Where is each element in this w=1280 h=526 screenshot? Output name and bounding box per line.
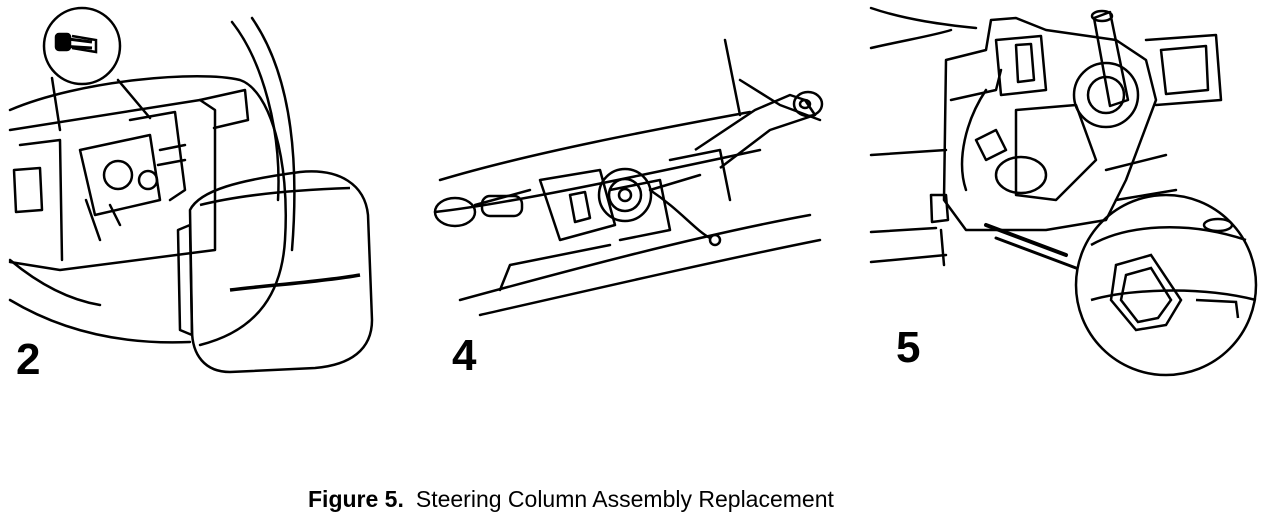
turn-signal-lever-icon: [694, 90, 824, 169]
figure-title: Steering Column Assembly Replacement: [415, 486, 834, 512]
panel-5-illustration: [869, 6, 1258, 377]
nut-detail-icon: [1074, 193, 1258, 377]
screw-icon: [42, 6, 122, 86]
step-number-5: 5: [896, 323, 921, 372]
steering-shaft-icon: [1072, 9, 1140, 129]
panel-4-illustration: [433, 38, 824, 317]
figure-caption: Figure 5. Steering Column Assembly Replac…: [308, 486, 834, 513]
clockspring-icon: [597, 167, 722, 247]
figure-label: Figure 5.: [308, 486, 404, 512]
panel-2-illustration: [8, 6, 374, 374]
airbag-module-icon: [176, 170, 374, 374]
step-number-2: 2: [16, 335, 41, 384]
step-number-4: 4: [452, 331, 477, 380]
